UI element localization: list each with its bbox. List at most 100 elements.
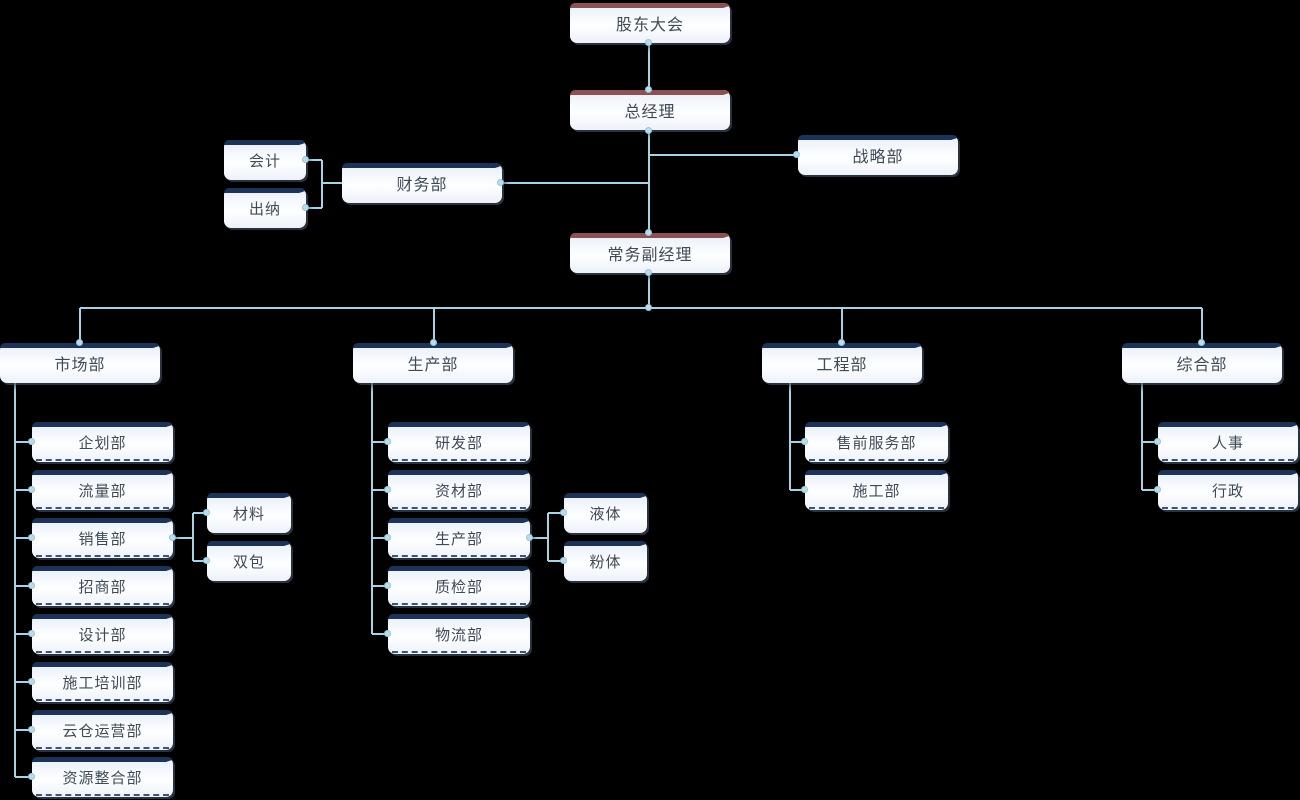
connector-line (80, 307, 1202, 309)
node-top-bar (32, 518, 173, 523)
node-top-bar (1158, 470, 1298, 475)
node-label: 粉体 (589, 553, 622, 571)
org-node-admin-dept[interactable]: 行政 (1158, 470, 1298, 510)
connector-line (15, 489, 32, 491)
node-dashed-underline (36, 747, 169, 749)
connector-dot (645, 269, 652, 276)
org-node-planning-dept[interactable]: 企划部 (32, 422, 173, 462)
connector-line (192, 513, 194, 561)
node-top-bar (32, 566, 173, 571)
connector-dot (1154, 486, 1161, 493)
connector-dot (203, 509, 210, 516)
org-node-traffic-dept[interactable]: 流量部 (32, 470, 173, 510)
org-node-cloud-warehouse-ops-dept[interactable]: 云仓运营部 (32, 710, 173, 750)
org-node-sales-dept[interactable]: 销售部 (32, 518, 173, 558)
connector-line (321, 160, 323, 208)
org-node-marketing-dept[interactable]: 市场部 (0, 343, 160, 383)
org-node-finance-dept[interactable]: 财务部 (342, 163, 502, 203)
node-label: 施工部 (852, 482, 901, 500)
connector-line (548, 512, 564, 514)
connector-line (789, 383, 791, 490)
node-label: 研发部 (434, 434, 483, 452)
org-node-design-dept[interactable]: 设计部 (32, 614, 173, 654)
connector-line (372, 585, 388, 587)
connector-line (372, 537, 388, 539)
connector-dot (801, 438, 808, 445)
org-node-executive-deputy-manager[interactable]: 常务副经理 (570, 233, 730, 273)
org-node-construction-dept[interactable]: 施工部 (805, 470, 948, 510)
org-node-qc-dept[interactable]: 质检部 (388, 566, 530, 606)
connector-dot (28, 438, 35, 445)
org-node-double-contract[interactable]: 双包 (207, 541, 291, 581)
node-dashed-underline (36, 651, 169, 653)
connector-line (841, 308, 843, 343)
connector-line (306, 207, 322, 209)
connector-dot (1198, 339, 1205, 346)
connector-dot (28, 678, 35, 685)
org-node-liquid[interactable]: 液体 (564, 493, 647, 533)
org-node-hr-dept[interactable]: 人事 (1158, 422, 1298, 462)
connector-dot (793, 151, 800, 158)
org-node-strategy-dept[interactable]: 战略部 (798, 135, 958, 175)
node-top-bar (207, 541, 291, 546)
connector-dot (203, 557, 210, 564)
connector-line (14, 383, 16, 777)
node-dashed-underline (392, 507, 526, 509)
node-label: 战略部 (852, 149, 904, 166)
org-node-supplies-dept[interactable]: 资材部 (388, 470, 530, 510)
connector-dot (28, 773, 35, 780)
org-node-materials[interactable]: 材料 (207, 493, 291, 533)
connector-line (15, 729, 32, 731)
node-top-bar (224, 188, 306, 193)
org-node-general-affairs-dept[interactable]: 综合部 (1122, 343, 1282, 383)
node-dashed-underline (392, 555, 526, 557)
connector-dot (1154, 438, 1161, 445)
org-node-logistics-dept[interactable]: 物流部 (388, 614, 530, 654)
connector-dot (526, 534, 533, 541)
org-node-construction-training-dept[interactable]: 施工培训部 (32, 662, 173, 702)
connector-line (1141, 383, 1143, 490)
connector-dot (645, 229, 652, 236)
org-node-accounting[interactable]: 会计 (224, 140, 306, 180)
node-label: 行政 (1211, 482, 1244, 500)
node-label: 云仓运营部 (62, 722, 143, 740)
connector-line (15, 633, 32, 635)
node-label: 财务部 (396, 177, 448, 194)
connector-line (79, 308, 81, 343)
connector-dot (28, 726, 35, 733)
connector-dot (645, 304, 652, 311)
org-node-investment-dept[interactable]: 招商部 (32, 566, 173, 606)
connector-dot (28, 630, 35, 637)
org-node-rnd-dept[interactable]: 研发部 (388, 422, 530, 462)
org-node-powder[interactable]: 粉体 (564, 541, 647, 581)
connector-line (530, 537, 548, 539)
org-node-general-manager[interactable]: 总经理 (570, 90, 730, 130)
connector-dot (169, 534, 176, 541)
connector-line (372, 441, 388, 443)
org-node-cashier[interactable]: 出纳 (224, 188, 306, 228)
node-label: 股东大会 (615, 17, 684, 34)
node-top-bar (32, 614, 173, 619)
connector-line (1201, 308, 1203, 343)
org-node-engineering-dept[interactable]: 工程部 (762, 343, 922, 383)
connector-dot (430, 339, 437, 346)
node-label: 施工培训部 (62, 674, 143, 692)
node-top-bar (342, 163, 502, 168)
connector-line (193, 512, 207, 514)
org-node-shareholders-meeting[interactable]: 股东大会 (570, 3, 730, 43)
connector-dot (838, 339, 845, 346)
org-node-production-dept[interactable]: 生产部 (353, 343, 513, 383)
node-dashed-underline (809, 507, 944, 509)
org-node-production-sub-dept[interactable]: 生产部 (388, 518, 530, 558)
node-label: 总经理 (624, 104, 676, 121)
connector-line (790, 489, 805, 491)
connector-line (15, 585, 32, 587)
connector-line (433, 308, 435, 343)
node-top-bar (388, 470, 530, 475)
org-node-resource-integration-dept[interactable]: 资源整合部 (32, 757, 173, 797)
connector-line (306, 159, 322, 161)
org-node-presales-service-dept[interactable]: 售前服务部 (805, 422, 948, 462)
connector-line (1142, 489, 1158, 491)
connector-line (649, 154, 797, 156)
